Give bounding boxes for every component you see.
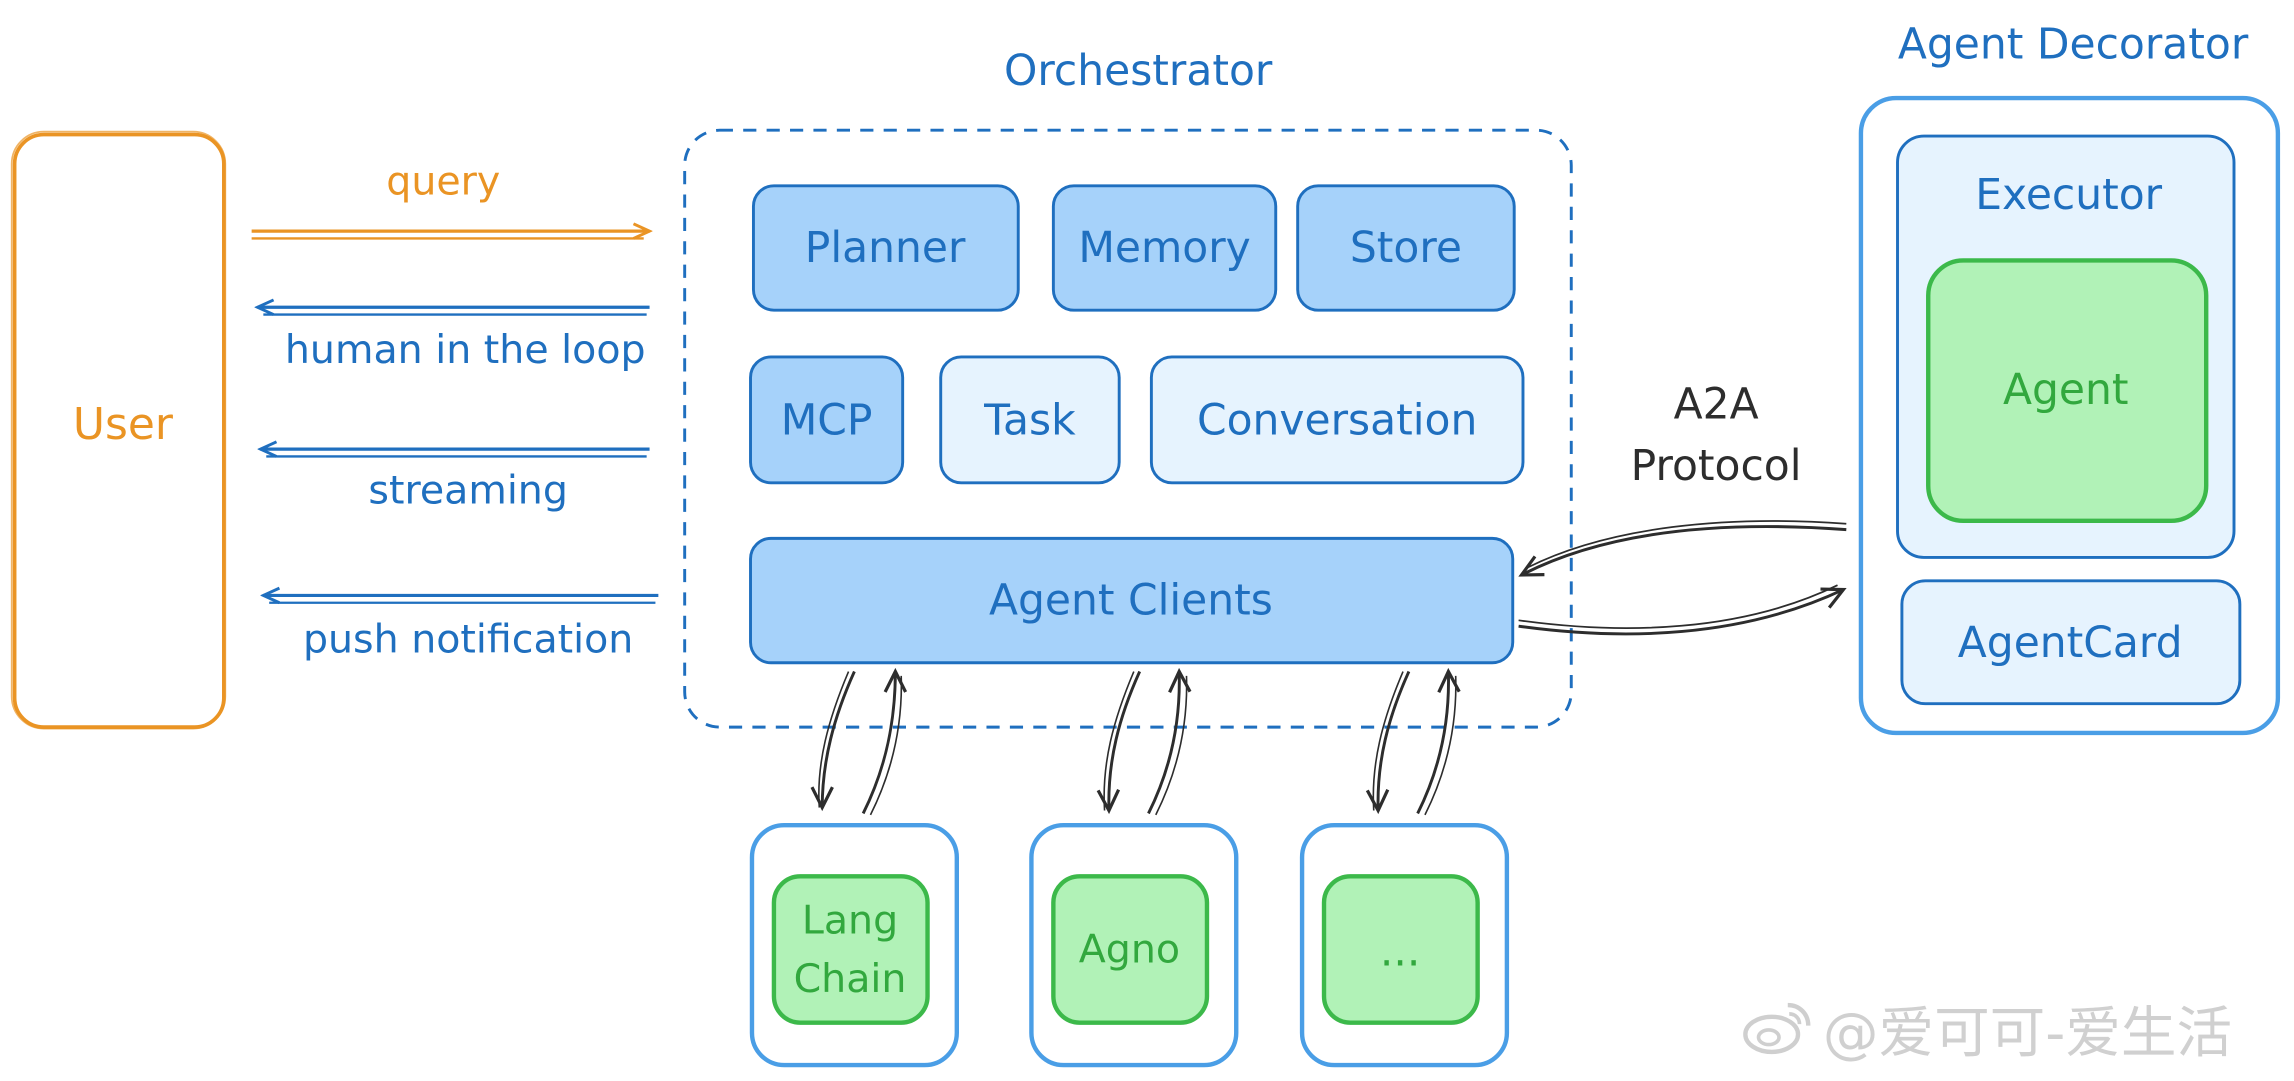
store-module: Store [1296,184,1516,312]
protocol-label: Protocol [1631,442,1802,491]
watermark: @爱可可-爱生活 [1741,989,2282,1065]
a2a-protocol-edge: A2A Protocol [1518,380,1847,636]
langchain-label-line2: Chain [794,956,907,1002]
task-module: Task [939,355,1121,485]
more-frameworks: ... [1299,822,1510,1068]
a2a-label: A2A [1674,380,1759,429]
user-node: User [10,130,227,730]
streaming-label: streaming [368,467,568,513]
executor-label: Executor [1975,171,2162,220]
task-label: Task [983,397,1076,446]
planner-label: Planner [805,224,966,273]
conversation-label: Conversation [1197,397,1477,446]
agent-label: Agent [2003,366,2129,415]
agent-card-box: AgentCard [1900,579,2242,706]
agent-box: Agent [1926,258,2209,524]
mcp-module: MCP [749,355,905,485]
store-label: Store [1350,224,1462,273]
agent-clients-label: Agent Clients [989,576,1273,625]
agent-decorator-container: Agent Decorator Executor Agent AgentCard [1858,21,2281,736]
executor-box: Executor Agent [1896,134,2236,559]
human-in-the-loop-label: human in the loop [285,327,646,373]
query-label: query [386,159,500,205]
agent-card-label: AgentCard [1958,619,2183,668]
mcp-label: MCP [781,397,873,446]
user-label: User [73,399,174,450]
framework-arrows [810,667,1461,816]
orchestrator-title: Orchestrator [1004,47,1273,96]
agno-framework: Agno [1029,822,1239,1068]
orchestrator-container: Orchestrator Planner Memory Store MCP Ta… [683,47,1573,729]
more-label: ... [1380,928,1420,977]
agent-clients-module: Agent Clients [749,536,1515,665]
agno-label: Agno [1079,927,1180,973]
push-notification-edge: push notification [263,595,659,662]
langchain-label-line1: Lang [802,897,898,943]
query-edge: query [251,159,650,239]
memory-module: Memory [1051,184,1278,312]
conversation-module: Conversation [1149,355,1525,485]
push-notification-label: push notification [303,616,633,662]
memory-label: Memory [1078,224,1250,273]
planner-module: Planner [751,184,1020,312]
watermark-text: @爱可可-爱生活 [1822,999,2233,1065]
langchain-framework: Lang Chain [749,822,959,1068]
human-in-the-loop-edge: human in the loop [257,307,650,373]
agent-decorator-title: Agent Decorator [1898,21,2249,70]
streaming-edge: streaming [260,449,650,513]
weibo-icon [1743,1002,1811,1055]
